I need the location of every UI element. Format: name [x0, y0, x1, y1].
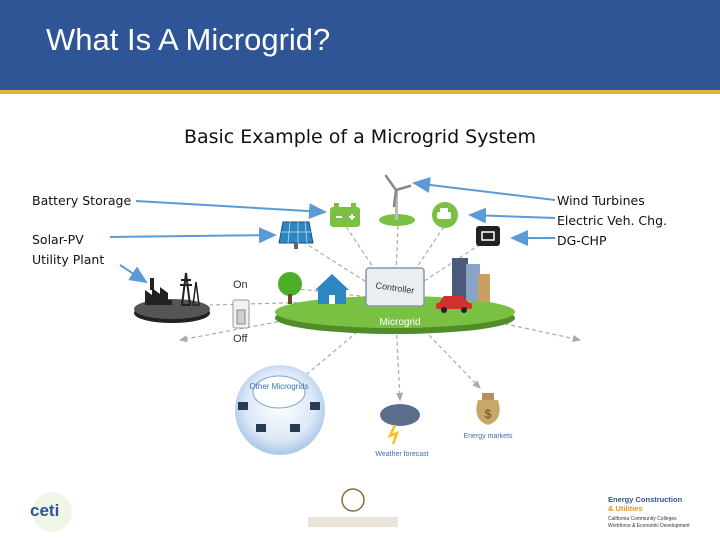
house-icon — [315, 274, 349, 304]
on-off-switch: On Off — [232, 279, 250, 345]
label-dg-chp: DG-CHP — [557, 233, 607, 248]
energy-logo-line1: Energy Construction — [608, 495, 683, 504]
slide-title: What Is A Microgrid? — [46, 22, 331, 57]
weather-forecast-icon: Weather forecast — [375, 404, 429, 458]
energy-markets-icon: $ Energy markets — [463, 393, 513, 440]
controller-monitor-icon: Controller — [365, 267, 425, 307]
switch-off-label: Off — [233, 333, 248, 345]
energy-markets-label: Energy markets — [463, 433, 513, 440]
utility-plant-icon — [134, 272, 210, 323]
ceti-logo: ceti — [30, 492, 72, 532]
energy-construction-logo: Energy Construction & Utilities Californ… — [608, 495, 690, 529]
center-seal-logo — [308, 488, 398, 527]
title-bar — [0, 0, 720, 90]
ev-charger-icon — [432, 202, 458, 228]
label-battery-storage: Battery Storage — [32, 193, 132, 208]
solar-panel-icon — [278, 221, 314, 249]
other-microgrids-cloud: Other Microgrids — [235, 365, 325, 455]
other-microgrids-label: Other Microgrids — [249, 382, 308, 391]
svg-text:$: $ — [485, 407, 492, 421]
energy-logo-line2: & Utilities — [608, 504, 643, 513]
energy-logo-line3: California Community Colleges — [608, 516, 677, 522]
battery-icon — [330, 203, 360, 227]
generator-icon — [476, 226, 500, 246]
switch-on-label: On — [233, 279, 248, 291]
pointer-arrows — [109, 176, 556, 284]
tree-icon — [278, 272, 302, 304]
wind-turbine-icon — [379, 174, 415, 226]
city-buildings-icon — [452, 258, 490, 302]
car-icon — [436, 296, 472, 313]
weather-forecast-label: Weather forecast — [375, 451, 428, 458]
slide-subtitle: Basic Example of a Microgrid System — [183, 126, 537, 148]
label-utility-plant: Utility Plant — [32, 252, 105, 267]
energy-logo-line4: Workforce & Economic Development — [608, 523, 690, 529]
ceti-logo-text: ceti — [30, 501, 59, 520]
title-accent-rule — [0, 90, 720, 94]
microgrid-label: Microgrid — [379, 317, 420, 328]
label-wind-turbines: Wind Turbines — [557, 193, 645, 208]
label-solar-pv: Solar-PV — [32, 232, 84, 247]
label-ev-charging: Electric Veh. Chg. — [557, 213, 667, 228]
